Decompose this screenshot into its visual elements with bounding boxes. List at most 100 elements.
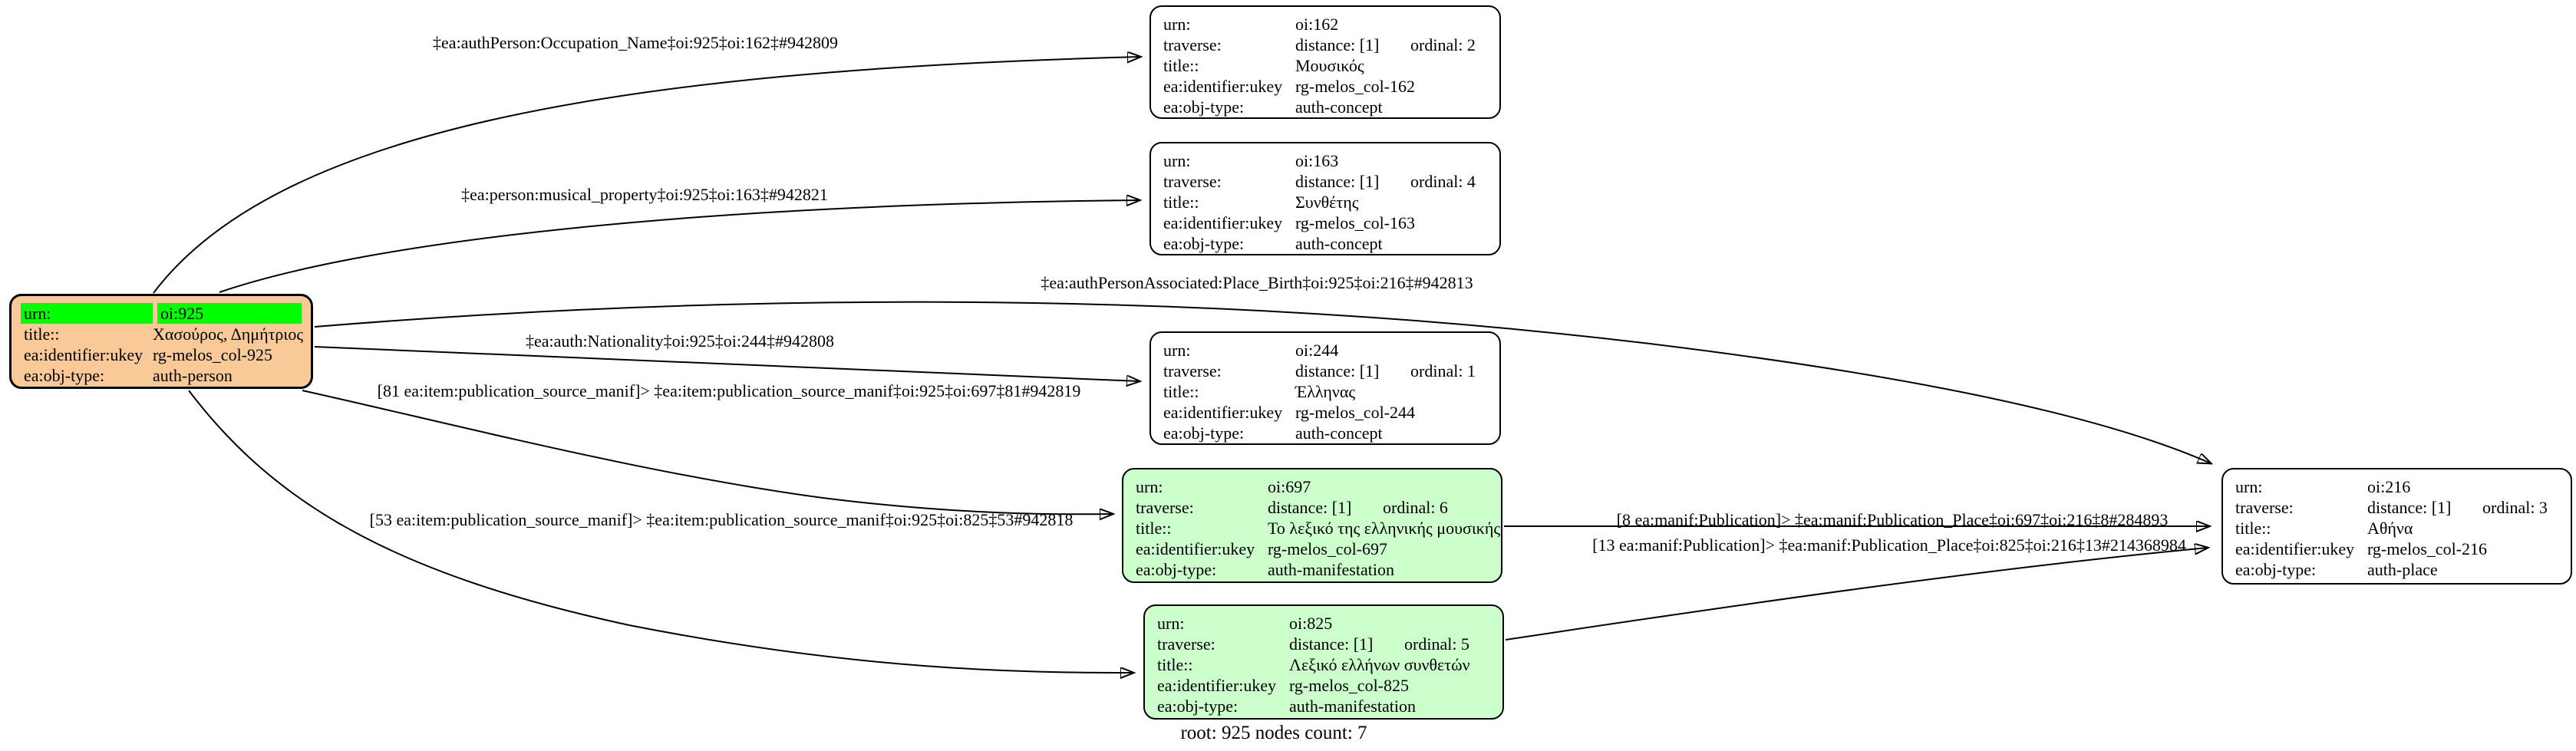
edge-label-place-birth: ‡ea:authPersonAssociated:Place_Birth‡oi:… bbox=[1041, 273, 1473, 292]
node-row-traverse: traverse:distance: [1]ordinal: 3 bbox=[2235, 497, 2563, 518]
edge-label-nationality: ‡ea:auth:Nationality‡oi:925‡oi:244‡#9428… bbox=[525, 331, 835, 351]
node-row-traverse: traverse: distance: [1] ordinal: 4 bbox=[1163, 171, 1492, 192]
ukey-value: rg-melos_col-244 bbox=[1295, 403, 1416, 422]
edge-musical-property bbox=[219, 200, 1140, 293]
field-label-ukey: ea:identifier:ukey bbox=[1163, 213, 1283, 232]
title-value: Έλληνας bbox=[1295, 382, 1356, 401]
node-row-urn: urn: oi:825 bbox=[1157, 613, 1495, 634]
node-row-objtype: ea:obj-type: auth-place bbox=[2235, 559, 2563, 580]
urn-value: oi:162 bbox=[1295, 15, 1339, 34]
field-label-urn: urn: bbox=[2235, 477, 2263, 496]
distance-value: distance: [1] bbox=[1268, 498, 1352, 517]
urn-value: oi:163 bbox=[1295, 151, 1339, 170]
ukey-value: rg-melos_col-216 bbox=[2367, 539, 2488, 558]
field-label-objtype: ea:obj-type: bbox=[1157, 697, 1239, 716]
objtype-value: auth-place bbox=[2367, 560, 2438, 579]
urn-value: oi:825 bbox=[1289, 614, 1333, 633]
ukey-value: rg-melos_col-163 bbox=[1295, 213, 1416, 232]
edge-label-musical-property: ‡ea:person:musical_property‡oi:925‡oi:16… bbox=[461, 185, 828, 204]
node-row-objtype: ea:obj-type: auth-manifestation bbox=[1157, 696, 1495, 716]
urn-value: oi:925 bbox=[157, 303, 302, 324]
field-label-title: title:: bbox=[2235, 519, 2271, 538]
edge-label-pub-place-697: [8 ea:manif:Publication]> ‡ea:manif:Publ… bbox=[1616, 510, 2169, 529]
field-label-urn: urn: bbox=[1163, 151, 1191, 170]
field-label-urn: urn: bbox=[1163, 341, 1191, 360]
edge-pub-place-825 bbox=[1505, 548, 2208, 641]
field-label-traverse: traverse: bbox=[1163, 172, 1222, 191]
node-oi-825[interactable]: urn: oi:825 traverse:distance: [1]ordinal… bbox=[1143, 604, 1504, 720]
node-row-title: title::Λεξικό ελλήνων συνθετών bbox=[1157, 654, 1495, 675]
node-row-title: title::Έλληνας bbox=[1163, 381, 1492, 402]
ordinal-value: ordinal: 4 bbox=[1410, 172, 1476, 191]
ordinal-value: ordinal: 3 bbox=[2482, 498, 2548, 517]
field-label-ukey: ea:identifier:ukey bbox=[24, 345, 143, 364]
field-label-title: title:: bbox=[1163, 56, 1199, 75]
objtype-value: auth-person bbox=[153, 366, 233, 385]
node-row-title: title::Μουσικός bbox=[1163, 55, 1492, 76]
node-row-ukey: ea:identifier:ukey rg-melos_col-163 bbox=[1163, 212, 1492, 233]
node-oi-925[interactable]: urn:oi:925 title::Χασούρος, Δημήτριος ea… bbox=[9, 294, 313, 389]
field-label-title: title:: bbox=[24, 324, 60, 344]
field-label-urn: urn: bbox=[1163, 15, 1191, 34]
node-oi-697[interactable]: urn:oi:697 traverse:distance: [1]ordinal… bbox=[1122, 468, 1502, 583]
node-row-objtype: ea:obj-type:auth-concept bbox=[1163, 423, 1492, 443]
field-label-objtype: ea:obj-type: bbox=[1136, 560, 1217, 579]
node-oi-162[interactable]: urn:oi:162 traverse:distance: [1]ordinal… bbox=[1149, 5, 1501, 119]
distance-value: distance: [1] bbox=[1295, 361, 1380, 380]
node-row-objtype: ea:obj-type: auth-person bbox=[24, 365, 303, 386]
distance-value: distance: [1] bbox=[2367, 498, 2452, 517]
field-label-urn: urn: bbox=[21, 303, 153, 324]
field-label-urn: urn: bbox=[1157, 614, 1185, 633]
node-oi-216[interactable]: urn:oi:216 traverse:distance: [1]ordinal… bbox=[2221, 468, 2572, 585]
node-oi-163[interactable]: urn: oi:163 traverse: distance: [1] ordinal… bbox=[1149, 142, 1501, 255]
field-label-traverse: traverse: bbox=[1163, 361, 1222, 380]
field-label-objtype: ea:obj-type: bbox=[2235, 560, 2317, 579]
node-row-urn: urn: oi:216 bbox=[2235, 476, 2563, 497]
field-label-ukey: ea:identifier:ukey bbox=[2235, 539, 2355, 558]
edge-label-pub-place-825: [13 ea:manif:Publication]> ‡ea:manif:Pub… bbox=[1592, 535, 2186, 555]
edge-label-pub-source-825: [53 ea:item:publication_source_manif]> ‡… bbox=[369, 510, 1074, 529]
field-label-title: title:: bbox=[1163, 382, 1199, 401]
field-label-ukey: ea:identifier:ukey bbox=[1163, 77, 1283, 96]
edge-label-occupation-name: ‡ea:authPerson:Occupation_Name‡oi:925‡oi… bbox=[433, 33, 838, 52]
field-label-title: title:: bbox=[1163, 193, 1199, 212]
objtype-value: auth-concept bbox=[1295, 97, 1383, 117]
objtype-value: auth-manifestation bbox=[1268, 560, 1394, 579]
field-label-title: title:: bbox=[1136, 519, 1172, 538]
node-row-objtype: ea:obj-type: auth-concept bbox=[1163, 97, 1492, 117]
node-row-urn: urn:oi:244 bbox=[1163, 340, 1492, 361]
distance-value: distance: [1] bbox=[1295, 172, 1380, 191]
field-label-objtype: ea:obj-type: bbox=[1163, 97, 1245, 117]
urn-value: oi:216 bbox=[2367, 477, 2411, 496]
ordinal-value: ordinal: 1 bbox=[1410, 361, 1476, 380]
node-row-title: title::Συνθέτης bbox=[1163, 192, 1492, 212]
node-row-ukey: ea:identifier:ukey rg-melos_col-216 bbox=[2235, 539, 2563, 559]
edge-pub-source-697 bbox=[302, 390, 1113, 514]
title-value: Συνθέτης bbox=[1295, 193, 1359, 212]
field-label-ukey: ea:identifier:ukey bbox=[1163, 403, 1283, 422]
ukey-value: rg-melos_col-697 bbox=[1268, 539, 1388, 558]
node-oi-244[interactable]: urn:oi:244 traverse: distance: [1] ordinal… bbox=[1149, 331, 1501, 445]
field-label-objtype: ea:obj-type: bbox=[24, 366, 105, 385]
ordinal-value: ordinal: 2 bbox=[1410, 35, 1476, 54]
distance-value: distance: [1] bbox=[1295, 35, 1380, 54]
title-value: Το λεξικό της ελληνικής μουσικής bbox=[1268, 519, 1501, 538]
ordinal-value: ordinal: 6 bbox=[1383, 498, 1448, 517]
node-row-traverse: traverse:distance: [1]ordinal: 6 bbox=[1136, 497, 1493, 518]
node-row-objtype: ea:obj-type:auth-concept bbox=[1163, 233, 1492, 254]
title-value: Χασούρος, Δημήτριος bbox=[153, 324, 304, 344]
node-row-traverse: traverse: distance: [1] ordinal: 1 bbox=[1163, 361, 1492, 381]
distance-value: distance: [1] bbox=[1289, 634, 1374, 654]
ukey-value: rg-melos_col-162 bbox=[1295, 77, 1416, 96]
node-row-ukey: ea:identifier:ukey rg-melos_col-162 bbox=[1163, 76, 1492, 97]
node-row-traverse: traverse:distance: [1]ordinal: 5 bbox=[1157, 634, 1495, 654]
objtype-value: auth-manifestation bbox=[1289, 697, 1416, 716]
edge-occupation-name bbox=[153, 57, 1140, 294]
node-row-urn: urn: oi:162 bbox=[1163, 14, 1492, 35]
edge-pub-source-825 bbox=[188, 390, 1133, 673]
